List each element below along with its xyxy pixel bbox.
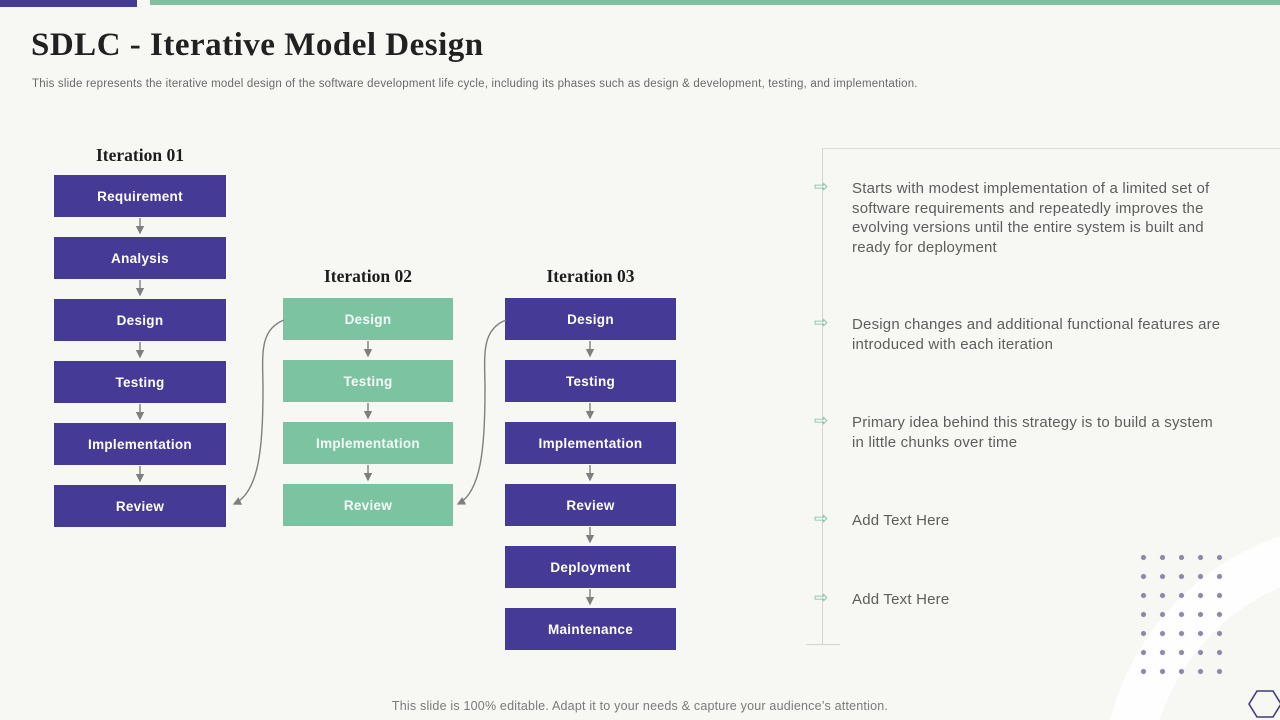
bullet-item-1: ⇨ Starts with modest implementation of a… bbox=[814, 177, 1226, 257]
box-iter1-review: Review bbox=[54, 485, 226, 527]
iteration-02-header: Iteration 02 bbox=[324, 266, 412, 286]
box-iter1-testing: Testing bbox=[54, 361, 226, 403]
box-iter2-design: Design bbox=[283, 298, 453, 340]
bullet-text: Add Text Here bbox=[852, 591, 950, 608]
iteration-01-header: Iteration 01 bbox=[96, 145, 184, 165]
slide-subtitle: This slide represents the iterative mode… bbox=[32, 78, 918, 90]
box-iter2-implementation: Implementation bbox=[283, 422, 453, 464]
arrow-bullet-icon: ⇨ bbox=[814, 313, 829, 333]
arrow-bullet-icon: ⇨ bbox=[814, 509, 829, 529]
box-iter1-design: Design bbox=[54, 299, 226, 341]
bullet-item-4: ⇨ Add Text Here bbox=[814, 509, 1226, 531]
bullet-text: Add Text Here bbox=[852, 512, 950, 529]
box-iter1-implementation: Implementation bbox=[54, 423, 226, 465]
arrow-bullet-icon: ⇨ bbox=[814, 588, 829, 608]
iteration-03-header: Iteration 03 bbox=[546, 266, 635, 286]
panel-vertical-line bbox=[822, 148, 823, 645]
page-title: SDLC - Iterative Model Design bbox=[31, 27, 484, 63]
top-accent-purple-bar bbox=[0, 0, 137, 7]
bullet-item-2: ⇨ Design changes and additional function… bbox=[814, 313, 1226, 354]
box-iter3-maintenance: Maintenance bbox=[505, 608, 676, 650]
box-iter2-review: Review bbox=[283, 484, 453, 526]
dot-grid-decoration bbox=[1134, 548, 1229, 681]
box-iter3-implementation: Implementation bbox=[505, 422, 676, 464]
box-iter2-testing: Testing bbox=[283, 360, 453, 402]
bullet-item-5: ⇨ Add Text Here bbox=[814, 588, 1226, 610]
footer-note: This slide is 100% editable. Adapt it to… bbox=[391, 699, 889, 713]
bullet-text: Primary idea behind this strategy is to … bbox=[852, 414, 1213, 451]
bullet-item-3: ⇨ Primary idea behind this strategy is t… bbox=[814, 411, 1226, 452]
hexagon-icon bbox=[1248, 690, 1280, 718]
box-iter3-deployment: Deployment bbox=[505, 546, 676, 588]
arrow-bullet-icon: ⇨ bbox=[814, 177, 829, 197]
box-iter3-testing: Testing bbox=[505, 360, 676, 402]
box-iter1-analysis: Analysis bbox=[54, 237, 226, 279]
bullet-text: Starts with modest implementation of a l… bbox=[852, 180, 1210, 256]
box-iter3-review: Review bbox=[505, 484, 676, 526]
arrow-bullet-icon: ⇨ bbox=[814, 411, 829, 431]
panel-end-tick bbox=[806, 644, 840, 645]
box-iter3-design: Design bbox=[505, 298, 676, 340]
panel-top-line bbox=[822, 148, 1280, 149]
box-iter1-requirement: Requirement bbox=[54, 175, 226, 217]
top-accent-green-bar bbox=[150, 0, 1280, 5]
bullet-text: Design changes and additional functional… bbox=[852, 316, 1221, 353]
